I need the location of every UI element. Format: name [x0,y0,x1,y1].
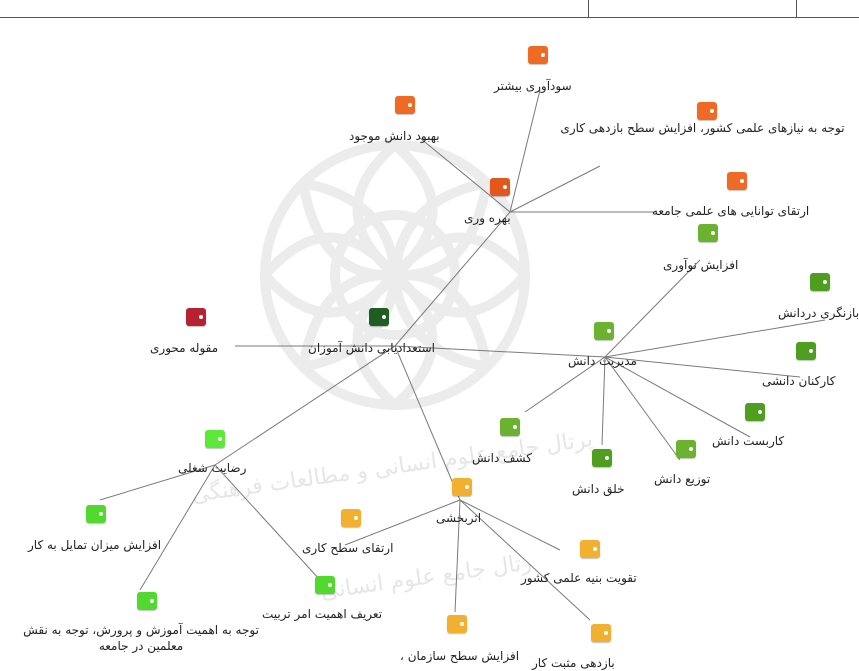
top-border-bar [0,0,859,18]
node-icon-distribution[interactable] [676,440,696,458]
edge-core-satisfaction [214,345,396,466]
node-icon-scientific[interactable] [580,540,600,558]
node-icon-innovation[interactable] [698,224,718,242]
node-label-innovation: افزایش نوآوری [663,258,739,272]
node-label-application: کاربست دانش [712,434,785,448]
node-icon-education[interactable] [137,592,157,610]
node-label-scientific: تقویت بنیه علمی کشور [521,571,637,585]
node-icon-improve[interactable] [395,96,415,114]
edge-km-distribution [604,356,681,461]
node-label-improve: بهبود دانش موجود [349,129,440,143]
node-label-education: توجه به اهمیت آموزش و پرورش، توجه به نقش… [23,623,259,653]
node-label-core: استعدادیابی دانش آموزان [308,341,435,355]
edge-satisfaction-education [139,464,216,591]
node-label-productivity: بهره وری [464,211,511,225]
edge-km-creation [601,356,606,446]
node-icon-creation[interactable] [592,449,612,467]
node-label-satisfaction: رضایت شغلی [178,461,247,475]
node-label-positive: بازدهی مثبت کار [532,656,615,670]
node-label-km: مدیریت دانش [568,354,637,368]
node-label-capabilities: ارتقای توانایی های علمی جامعه [652,204,810,218]
node-label-worklevel: ارتقای سطح کاری [302,541,394,555]
node-label-orglevel: افزایش سطح سازمان ، [400,649,520,663]
edge-km-workers [604,356,801,378]
node-label-retrieval: بازنگری دردانش [778,306,859,320]
edge-core-km [394,345,606,358]
node-icon-workers[interactable] [796,342,816,360]
edge-core-effectiveness [394,345,461,501]
top-bar-divider [796,0,797,17]
node-icon-positive[interactable] [591,624,611,642]
edge-effectiveness-orglevel [454,499,461,613]
node-label-distribution: توزیع دانش [654,472,711,486]
edge-satisfaction-training [214,464,321,581]
node-label-discovery: کشف دانش [472,451,532,465]
node-label-workers: کارکنان دانشی [762,374,836,388]
node-icon-orglevel[interactable] [447,615,467,633]
node-icon-profit[interactable] [528,46,548,64]
edge-productivity-needs [509,165,601,213]
node-icon-worklevel[interactable] [341,509,361,527]
node-label-effectiveness: اثربخشی [436,511,482,525]
node-label-training: تعریف اهمیت امر تربیت [262,607,383,621]
node-label-axial: مقوله محوری [150,341,219,355]
node-icon-retrieval[interactable] [810,273,830,291]
edge-km-discovery [524,356,606,413]
node-label-profit: سودآوری بیشتر [494,79,572,93]
node-icon-needs[interactable] [697,102,717,120]
node-icon-discovery[interactable] [500,418,520,436]
node-icon-application[interactable] [745,403,765,421]
edge-effectiveness-scientific [459,499,561,551]
node-icon-willingness[interactable] [86,505,106,523]
node-label-creation: خلق دانش [572,482,625,496]
edge-km-application [604,356,751,438]
edge-productivity-improve [419,137,511,213]
node-label-needs: توجه به نیازهای علمی کشور، افزایش سطح با… [560,121,845,135]
edge-core-productivity [394,211,511,347]
node-icon-productivity[interactable] [490,178,510,196]
edge-effectiveness-worklevel [344,499,461,546]
node-icon-training[interactable] [315,576,335,594]
node-icon-satisfaction[interactable] [205,430,225,448]
edge-satisfaction-willingness [99,464,216,501]
top-bar-divider [588,0,589,17]
node-icon-capabilities[interactable] [727,172,747,190]
edge-km-innovation [604,259,701,358]
node-icon-core[interactable] [369,308,389,326]
edge-km-retrieval [604,319,826,358]
node-icon-effectiveness[interactable] [452,478,472,496]
node-label-willingness: افزایش میزان تمایل به کار [28,538,162,552]
node-icon-km[interactable] [594,322,614,340]
edge-effectiveness-positive [459,499,591,621]
node-icon-axial[interactable] [186,308,206,326]
edge-productivity-profit [509,89,541,213]
